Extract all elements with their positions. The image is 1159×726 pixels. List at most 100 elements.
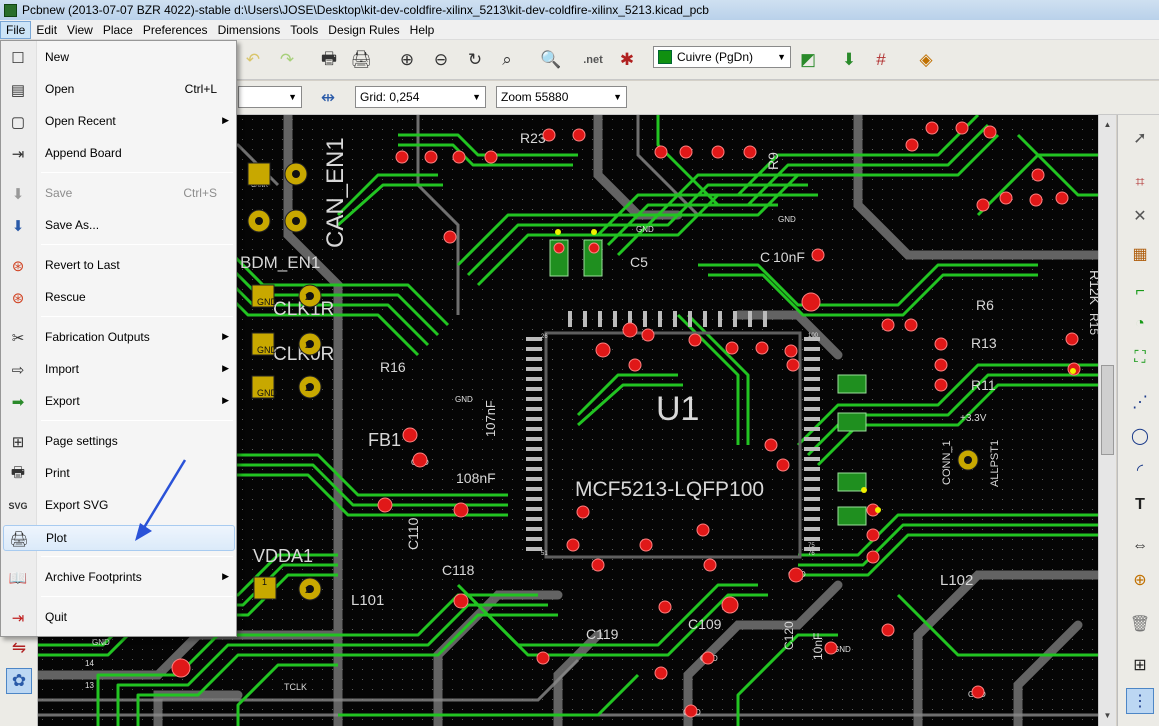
add-circle-icon[interactable]: ◯	[1131, 428, 1149, 445]
set-origin-icon[interactable]: ⊞	[1133, 657, 1147, 674]
menu-item-import[interactable]: ⇨ Import ▶	[3, 357, 235, 383]
menu-item-rescue[interactable]: ⊛ Rescue	[3, 285, 235, 311]
redraw-icon[interactable]: ↻	[467, 50, 483, 69]
r11-label: R11	[971, 377, 996, 393]
window-title: Pcbnew (2013-07-07 BZR 4022)-stable d:\U…	[22, 3, 709, 17]
pin-2-label: 2	[305, 383, 310, 393]
read-netlist-icon[interactable]: ⬇	[841, 50, 857, 69]
menu-item-save-as[interactable]: ⬇ Save As...	[3, 213, 235, 239]
scroll-down-icon[interactable]: ▼	[1103, 711, 1112, 720]
layer-pair-icon[interactable]: ◩	[799, 50, 817, 69]
menu-item-fabrication-outputs[interactable]: ✂ Fabrication Outputs ▶	[3, 325, 235, 351]
can-en1-label: CAN_EN1	[322, 137, 349, 248]
menu-item-page-settings[interactable]: ⊞ Page settings	[3, 429, 235, 455]
plot-icon: 🖨	[9, 531, 29, 548]
layer-select[interactable]: Cuivre (PgDn) ▼	[653, 46, 791, 68]
add-arc-icon[interactable]: ◜	[1136, 462, 1144, 479]
menu-tools[interactable]: Tools	[290, 22, 319, 37]
scroll-up-icon[interactable]: ▲	[1103, 120, 1112, 129]
r16-label: R16	[380, 359, 406, 375]
zoom-fit-icon[interactable]: ⌕	[502, 50, 512, 69]
annotation-arrow-icon	[135, 459, 187, 541]
add-line-icon[interactable]: ⋰	[1132, 394, 1148, 411]
grid-select[interactable]: Grid: 0,254 ▼	[355, 86, 486, 108]
gnd-label: GND	[257, 345, 278, 355]
print-toolbar-icon[interactable]: 🖶	[320, 48, 338, 68]
undo-icon[interactable]: ↶	[245, 50, 261, 69]
menu-item-new[interactable]: ☐ New	[3, 45, 235, 71]
submenu-arrow-icon: ▶	[222, 571, 229, 581]
pin-100-label: 100	[808, 333, 819, 339]
layer-select-value: Cuivre (PgDn)	[677, 50, 754, 64]
menu-edit[interactable]: Edit	[36, 22, 58, 37]
menu-item-revert[interactable]: ⊛ Revert to Last	[3, 253, 235, 279]
add-module-icon[interactable]: ▦	[1132, 246, 1148, 263]
highlight-net-icon[interactable]: ⌗	[1135, 174, 1145, 191]
menu-item-open-recent[interactable]: ▢ Open Recent ▶	[3, 109, 235, 135]
add-zone-icon[interactable]: ◔	[1135, 315, 1145, 332]
open-icon: ▤	[10, 82, 26, 99]
pin-75-label: 75	[808, 543, 815, 549]
vertical-scrollbar[interactable]: ▲ ▼	[1098, 115, 1116, 726]
netlist-icon[interactable]: .net	[583, 54, 603, 66]
right-toolbar: ➚ ⌗ ✕ ▦ ⌐ ◔ ⛶ ⋰ ◯ ◜ T ⇔ ⊕ 🗑 ⊞ ⋮	[1117, 115, 1159, 726]
select-arrow-icon[interactable]: ➚	[1133, 130, 1147, 147]
delete-icon[interactable]: 🗑	[1129, 616, 1151, 633]
quit-icon: ⇥	[11, 610, 25, 627]
pin-51-label: 51	[541, 551, 548, 557]
grid-origin-icon[interactable]: ⋮	[1126, 688, 1154, 714]
add-text-icon[interactable]: T	[1135, 496, 1145, 513]
menu-item-open[interactable]: ▤ Open Ctrl+L	[3, 77, 235, 103]
track-width-select[interactable]: ▼	[238, 86, 302, 108]
menu-design-rules[interactable]: Design Rules	[328, 22, 400, 37]
submenu-arrow-icon: ▶	[222, 395, 229, 405]
bdm-en1-label: BDM_EN1	[240, 253, 320, 272]
local-ratsnest-icon[interactable]: ✕	[1133, 208, 1147, 225]
menu-item-export[interactable]: ➡ Export ▶	[3, 389, 235, 415]
pcb-canvas[interactable]: 26 100 51 75 76 U1 MCF5213-LQFP100 CAN_E…	[38, 115, 1098, 726]
menu-item-save[interactable]: ⬇ Save Ctrl+S	[3, 181, 235, 207]
redo-icon[interactable]: ↷	[279, 50, 295, 69]
submenu-arrow-icon: ▶	[222, 331, 229, 341]
pin-1-label: 1	[262, 577, 267, 587]
menu-item-print[interactable]: 🖶 Print	[3, 461, 235, 487]
find-icon[interactable]: 🔍	[540, 50, 562, 69]
add-dimension-icon[interactable]: ⇔	[1132, 537, 1148, 554]
menu-dimensions[interactable]: Dimensions	[217, 22, 281, 37]
pin-2-label: 2	[305, 292, 310, 302]
scroll-thumb[interactable]	[1101, 365, 1114, 455]
menu-item-plot[interactable]: 🖨 Plot	[3, 525, 235, 551]
menu-item-archive-footprints[interactable]: 📖 Archive Footprints ▶	[8, 570, 229, 587]
menu-help[interactable]: Help	[409, 22, 435, 37]
add-keepout-icon[interactable]: ⛶	[1134, 349, 1146, 366]
mcf-label: MCF5213-LQFP100	[575, 478, 764, 501]
drc-icon[interactable]: ✱	[619, 50, 635, 69]
c5-label: C5	[630, 254, 648, 270]
l101-label: L101	[351, 592, 384, 609]
zoom-out-icon[interactable]: ⊖	[433, 50, 449, 69]
c10nf-a-label: C	[760, 249, 770, 265]
menu-item-quit[interactable]: ⇥ Quit	[3, 605, 235, 631]
zoom-in-icon[interactable]: ⊕	[399, 50, 415, 69]
menu-item-append-board[interactable]: ⇥ Append Board	[3, 141, 235, 167]
via-size-icon[interactable]: ⇹	[320, 88, 336, 107]
c119-label: C119	[586, 626, 619, 642]
autoroute-icon[interactable]: ◈	[919, 50, 933, 69]
append-board-icon: ⇥	[11, 146, 25, 163]
add-track-icon[interactable]: ⌐	[1135, 283, 1145, 300]
menu-view[interactable]: View	[67, 22, 93, 37]
palette-icon[interactable]: ✿	[6, 668, 32, 694]
open-recent-icon: ▢	[10, 114, 26, 131]
c10-nf-label: 10nF	[811, 633, 825, 660]
menu-item-export-svg[interactable]: SVG Export SVG	[3, 493, 235, 519]
ratsnest-icon[interactable]: ⇋	[11, 638, 27, 657]
r9-label: R9	[765, 152, 781, 170]
zoom-select[interactable]: Zoom 55880 ▼	[496, 86, 627, 108]
add-target-icon[interactable]: ⊕	[1133, 572, 1147, 589]
grid-icon[interactable]: #	[876, 50, 886, 69]
menu-preferences[interactable]: Preferences	[142, 22, 208, 37]
plot-toolbar-icon[interactable]: 🖨	[350, 50, 372, 69]
submenu-arrow-icon: ▶	[222, 115, 229, 125]
menu-file[interactable]: File	[0, 20, 32, 39]
menu-place[interactable]: Place	[102, 22, 133, 37]
